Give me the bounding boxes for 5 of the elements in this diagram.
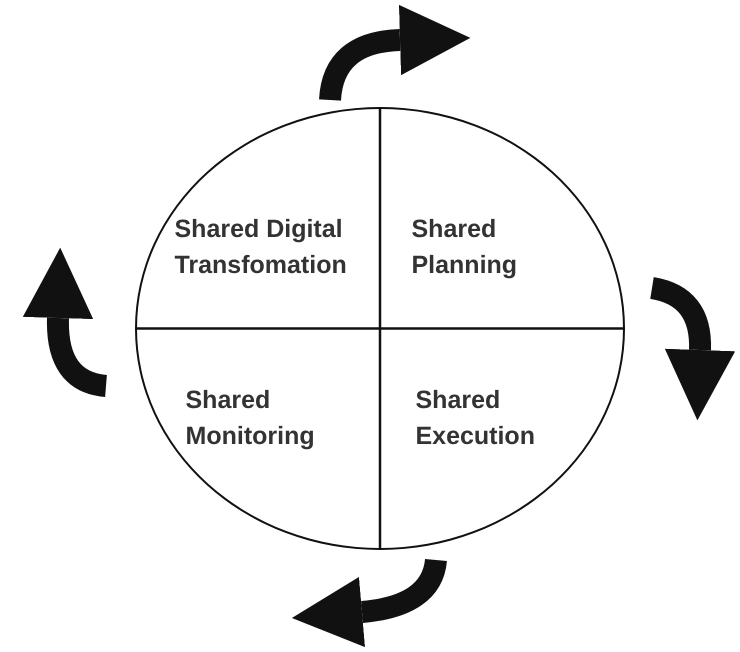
quadrant-label: Shared Execution xyxy=(416,384,535,452)
quadrant-label: Shared Monitoring xyxy=(186,384,315,452)
quadrant-label: Shared Digital Transfomation xyxy=(174,214,347,280)
cycle-circle xyxy=(135,107,625,550)
quadrant-label: Shared Planning xyxy=(412,214,518,280)
